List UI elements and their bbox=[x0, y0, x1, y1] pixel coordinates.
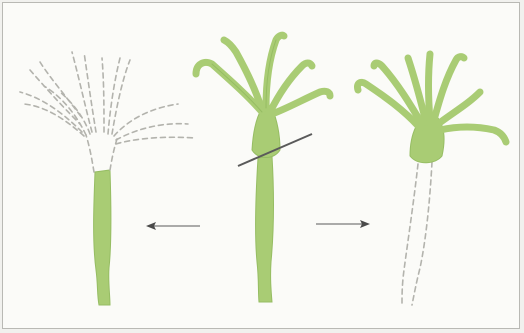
center-hydra bbox=[196, 35, 330, 302]
right-hydra bbox=[357, 54, 506, 305]
left-hydra bbox=[20, 52, 196, 305]
left-ghost-head bbox=[20, 52, 196, 172]
arrow-right bbox=[316, 220, 370, 228]
right-ghost-stalk bbox=[402, 162, 432, 305]
center-stalk bbox=[255, 156, 273, 302]
arrow-left bbox=[146, 222, 200, 230]
left-stalk bbox=[94, 170, 111, 305]
